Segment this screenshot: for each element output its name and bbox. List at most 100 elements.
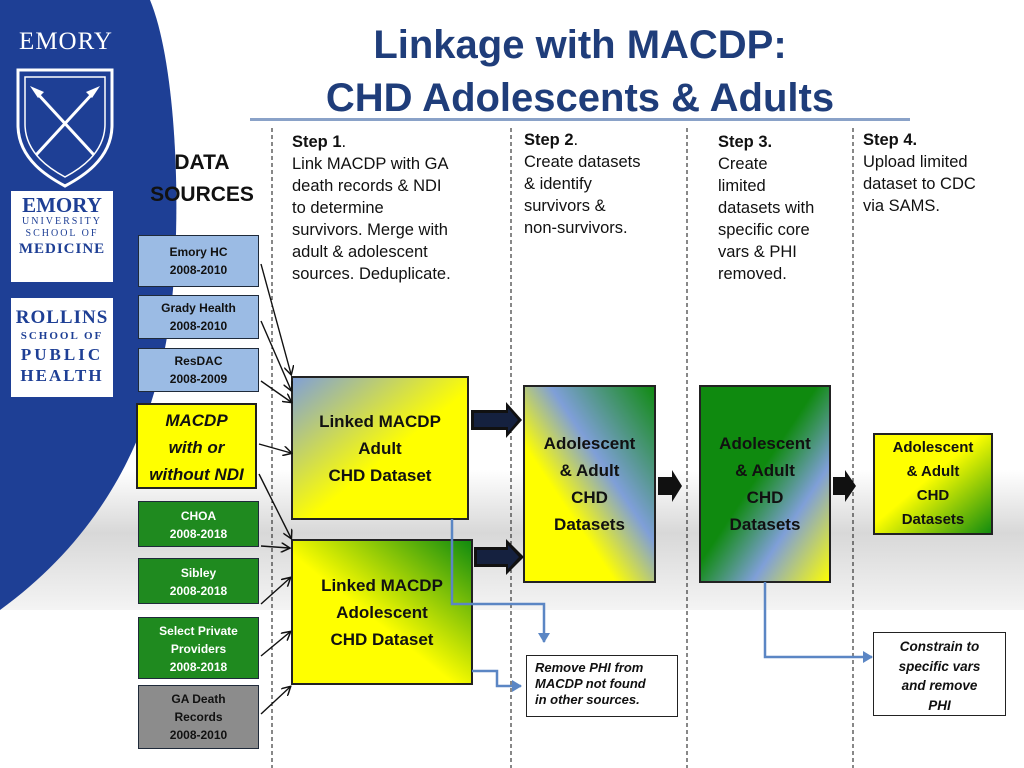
step-3: Step 3. Create limited datasets with spe…	[718, 131, 850, 285]
step-1-line1: Link MACDP with GA	[292, 155, 449, 173]
source-ga-death-line2: Records	[174, 710, 223, 724]
step-1-line2: death records & NDI	[292, 177, 442, 195]
step3-datasets-line4: Datasets	[729, 515, 801, 534]
emory-wordmark: EMORY	[19, 28, 113, 55]
remove-phi-line2: MACDP not found	[535, 676, 646, 691]
constrain-note: Constrain to specific vars and remove PH…	[873, 632, 1006, 716]
source-macdp: MACDP with or without NDI	[136, 403, 257, 489]
source-emory-hc: Emory HC 2008-2010	[138, 235, 259, 287]
step-1-line6: sources. Deduplicate.	[292, 265, 451, 283]
data-sources-heading: DATA SOURCES	[142, 147, 262, 211]
step2-box-bg	[523, 385, 656, 583]
rollins-logo: ROLLINS SCHOOL OF PUBLIC HEALTH	[11, 307, 113, 386]
block-arrow-step3	[833, 470, 856, 502]
step4-datasets-line1: Adolescent	[892, 439, 974, 456]
source-choa-name: CHOA	[180, 509, 217, 523]
title-underline	[250, 118, 910, 121]
source-connectors	[258, 263, 291, 715]
step4-datasets: Adolescent & Adult CHD Datasets	[874, 434, 992, 534]
source-macdp-line2: with or	[168, 438, 225, 457]
step2-datasets-line4: Datasets	[554, 515, 625, 534]
medicine-logo-bg	[11, 191, 113, 282]
rollins-logo-bg	[11, 298, 113, 397]
linked-adolescent-line1: Linked MACDP	[321, 576, 443, 595]
step2-datasets-line1: Adolescent	[543, 434, 636, 453]
step-3-line5: vars & PHI	[718, 243, 797, 261]
step-1: Step 1. Link MACDP with GA death records…	[292, 131, 507, 285]
source-sibley-name: Sibley	[180, 566, 217, 580]
source-sibley-years: 2008-2018	[169, 584, 228, 598]
linked-adult-line2: Adult	[358, 438, 402, 458]
linked-adult-line3: CHD Dataset	[328, 465, 432, 485]
step4-datasets-line2: & Adult	[906, 463, 960, 480]
source-ga-death-records: GA Death Records 2008-2010	[138, 685, 259, 749]
medicine-logo-line2: UNIVERSITY	[22, 216, 102, 227]
source-emory-hc-name: Emory HC	[169, 245, 228, 259]
linked-adolescent-dataset: Linked MACDP Adolescent CHD Dataset	[292, 540, 472, 684]
step3-box-bg	[699, 385, 831, 583]
step-4: Step 4. Upload limited dataset to CDC vi…	[863, 129, 1021, 217]
step2-datasets-line2: & Adult	[559, 461, 620, 480]
step-3-line4: specific core	[718, 221, 810, 239]
source-macdp-line1: MACDP	[165, 411, 228, 430]
linked-adult-box-bg	[291, 376, 469, 520]
step-3-line3: datasets with	[718, 199, 815, 217]
step3-datasets-line2: & Adult	[735, 461, 795, 480]
source-resdac-years: 2008-2009	[169, 372, 228, 386]
source-select-private-years: 2008-2018	[169, 660, 228, 674]
step-2-heading: Step 2.	[524, 131, 579, 149]
remove-phi-line1: Remove PHI from	[535, 660, 644, 675]
source-emory-hc-years: 2008-2010	[169, 263, 228, 277]
step-4-line3: via SAMS.	[863, 197, 941, 215]
rollins-logo-line2: SCHOOL OF	[20, 330, 104, 342]
step-2: Step 2. Create datasets & identify survi…	[524, 129, 684, 239]
source-ga-death-line1: GA Death	[171, 692, 226, 706]
step-2-line3: survivors &	[524, 197, 606, 215]
step-2-line1: Create datasets	[524, 153, 641, 171]
step2-datasets: Adolescent & Adult CHD Datasets	[524, 386, 655, 582]
medicine-logo-line3: SCHOOL OF	[25, 228, 99, 239]
step-1-line3: to determine	[292, 199, 384, 217]
medicine-logo-line1: EMORY	[22, 193, 102, 217]
step-3-line1: Create	[718, 155, 768, 173]
source-resdac: ResDAC 2008-2009	[138, 348, 259, 392]
step-1-line4: survivors. Merge with	[292, 221, 448, 239]
remove-phi-note: Remove PHI from MACDP not found in other…	[526, 655, 678, 717]
phi-connectors	[450, 519, 873, 692]
step-1-heading: Step 1.	[292, 133, 347, 151]
slide-title-line1: Linkage with MACDP:	[373, 23, 787, 67]
step-4-line2: dataset to CDC	[863, 175, 976, 193]
source-sibley: Sibley 2008-2018	[138, 558, 259, 604]
step3-datasets-line3: CHD	[746, 488, 784, 507]
step-3-heading: Step 3.	[718, 133, 773, 151]
source-ga-death-years: 2008-2010	[169, 728, 228, 742]
step-4-heading: Step 4.	[863, 131, 918, 149]
data-sources-line2: SOURCES	[150, 183, 254, 206]
linked-adolescent-line2: Adolescent	[336, 603, 428, 622]
medicine-logo-line4: MEDICINE	[18, 241, 106, 257]
rollins-logo-line3: PUBLIC	[20, 345, 104, 364]
rollins-logo-line4: HEALTH	[20, 366, 104, 385]
block-arrow-adult	[471, 402, 522, 438]
constrain-line1: Constrain to	[899, 639, 980, 654]
remove-phi-line3: in other sources.	[535, 692, 640, 707]
medicine-logo: EMORY UNIVERSITY SCHOOL OF MEDICINE	[11, 194, 113, 258]
source-select-private-line2: Providers	[170, 642, 227, 656]
step3-datasets-line1: Adolescent	[719, 434, 811, 453]
step3-datasets: Adolescent & Adult CHD Datasets	[700, 386, 830, 582]
block-arrow-step2	[658, 470, 682, 502]
step-2-line4: non-survivors.	[524, 219, 628, 237]
data-sources-line1: DATA	[174, 151, 230, 174]
rollins-logo-line1: ROLLINS	[15, 307, 109, 328]
linked-adolescent-box-bg	[291, 539, 473, 685]
source-grady-health-years: 2008-2010	[169, 319, 228, 333]
constrain-line3: and remove	[901, 678, 978, 693]
source-resdac-name: ResDAC	[174, 354, 223, 368]
block-arrow-adolescent	[474, 539, 524, 575]
step-3-line2: limited	[718, 177, 766, 195]
source-grady-health: Grady Health 2008-2010	[138, 295, 259, 339]
source-select-private-line1: Select Private	[159, 624, 238, 638]
emory-shield-icon	[16, 68, 114, 188]
constrain-line2: specific vars	[898, 658, 981, 674]
